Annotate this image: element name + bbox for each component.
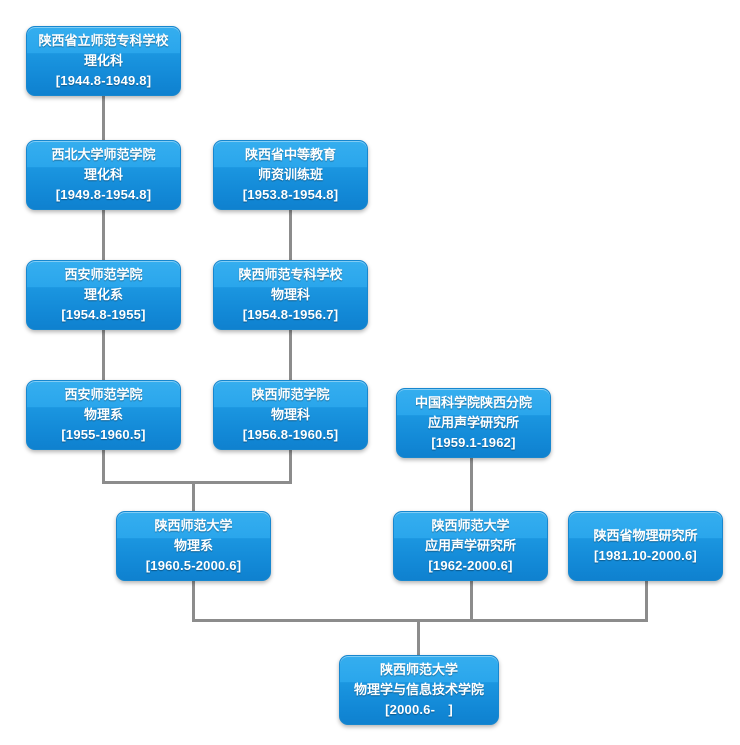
connector-n10-down: [470, 581, 473, 621]
connector-n8-to-n10: [470, 458, 473, 511]
node-snu-physics-department-line-1: 陕西师范大学: [154, 518, 233, 533]
node-snu-applied-acoustics-institute[interactable]: 陕西师范大学应用声学研究所 [1962-2000.6]: [393, 511, 548, 581]
node-snu-school-of-physics-and-information-technology-line-2: 物理学与信息技术学院: [353, 682, 484, 697]
node-northwest-university-normal-college-line-1: 西北大学师范学院: [51, 147, 156, 162]
connector-n6-down: [102, 450, 105, 482]
node-xian-normal-college-physics-chemistry-line-1: 西安师范学院: [64, 267, 143, 282]
node-shaanxi-normal-college-physics-line-3: [1956.8-1960.5]: [242, 427, 339, 442]
node-xian-normal-college-physics-dept-line-1: 西安师范学院: [64, 387, 143, 402]
node-shaanxi-provincial-normal-college-line-3: [1944.8-1949.8]: [55, 73, 152, 88]
node-cas-shaanxi-branch-acoustics-line-3: [1959.1-1962]: [431, 435, 516, 450]
node-shaanxi-secondary-education-teacher-training[interactable]: 陕西省中等教育师资训练班 [1953.8-1954.8]: [213, 140, 368, 210]
node-shaanxi-normal-junior-college-physics-line-2: 物理科: [270, 287, 310, 302]
node-shaanxi-normal-college-physics-line-1: 陕西师范学院: [251, 387, 330, 402]
connector-merge-to-n9: [192, 481, 195, 511]
node-xian-normal-college-physics-dept-line-3: [1955-1960.5]: [61, 427, 146, 442]
connector-n11-down: [645, 581, 648, 621]
node-xian-normal-college-physics-chemistry-line-2: 理化系: [83, 287, 123, 302]
node-snu-school-of-physics-and-information-technology[interactable]: 陕西师范大学物理学与信息技术学院 [2000.6- ]: [339, 655, 499, 725]
connector-n3-to-n5: [289, 210, 292, 260]
node-xian-normal-college-physics-chemistry[interactable]: 西安师范学院理化系 [1954.8-1955]: [26, 260, 181, 330]
node-cas-shaanxi-branch-acoustics[interactable]: 中国科学院陕西分院应用声学研究所 [1959.1-1962]: [396, 388, 551, 458]
node-shaanxi-provincial-normal-college-line-2: 理化科: [83, 53, 123, 68]
node-xian-normal-college-physics-chemistry-line-3: [1954.8-1955]: [61, 307, 146, 322]
connector-n1-to-n2: [102, 96, 105, 140]
node-snu-applied-acoustics-institute-line-3: [1962-2000.6]: [428, 558, 513, 573]
node-shaanxi-normal-college-physics-line-2: 物理科: [270, 407, 310, 422]
node-shaanxi-normal-junior-college-physics-line-1: 陕西师范专科学校: [238, 267, 343, 282]
node-shaanxi-secondary-education-teacher-training-line-1: 陕西省中等教育: [244, 147, 336, 162]
node-shaanxi-normal-junior-college-physics[interactable]: 陕西师范专科学校物理科 [1954.8-1956.7]: [213, 260, 368, 330]
node-northwest-university-normal-college-line-2: 理化科: [83, 167, 123, 182]
connector-n7-down: [289, 450, 292, 482]
node-shaanxi-provincial-normal-college-line-1: 陕西省立师范专科学校: [38, 33, 169, 48]
node-shaanxi-physics-research-institute-line-2: [1981.10-2000.6]: [594, 548, 697, 563]
node-northwest-university-normal-college-line-3: [1949.8-1954.8]: [55, 187, 152, 202]
node-cas-shaanxi-branch-acoustics-line-1: 中国科学院陕西分院: [414, 395, 532, 410]
connector-n5-to-n7: [289, 330, 292, 380]
node-shaanxi-normal-junior-college-physics-line-3: [1954.8-1956.7]: [242, 307, 339, 322]
node-snu-school-of-physics-and-information-technology-line-3: [2000.6- ]: [385, 702, 453, 717]
connector-merge-bar-lower: [192, 619, 648, 622]
node-cas-shaanxi-branch-acoustics-line-2: 应用声学研究所: [427, 415, 519, 430]
node-shaanxi-physics-research-institute[interactable]: 陕西省物理研究所 [1981.10-2000.6]: [568, 511, 723, 581]
connector-n9-down: [192, 581, 195, 621]
node-snu-physics-department[interactable]: 陕西师范大学物理系 [1960.5-2000.6]: [116, 511, 271, 581]
node-snu-school-of-physics-and-information-technology-line-1: 陕西师范大学: [379, 662, 458, 677]
connector-merge-to-n12: [417, 619, 420, 655]
node-shaanxi-secondary-education-teacher-training-line-3: [1953.8-1954.8]: [242, 187, 339, 202]
node-shaanxi-normal-college-physics[interactable]: 陕西师范学院物理科 [1956.8-1960.5]: [213, 380, 368, 450]
node-shaanxi-secondary-education-teacher-training-line-2: 师资训练班: [257, 167, 323, 182]
node-snu-physics-department-line-2: 物理系: [173, 538, 213, 553]
node-shaanxi-provincial-normal-college[interactable]: 陕西省立师范专科学校理化科 [1944.8-1949.8]: [26, 26, 181, 96]
connector-n2-to-n4: [102, 210, 105, 260]
node-shaanxi-physics-research-institute-line-1: 陕西省物理研究所: [593, 528, 698, 543]
node-xian-normal-college-physics-dept-line-2: 物理系: [83, 407, 123, 422]
node-xian-normal-college-physics-dept[interactable]: 西安师范学院物理系 [1955-1960.5]: [26, 380, 181, 450]
connector-merge-bar-upper: [102, 481, 292, 484]
node-snu-physics-department-line-3: [1960.5-2000.6]: [145, 558, 242, 573]
node-snu-applied-acoustics-institute-line-1: 陕西师范大学: [431, 518, 510, 533]
connector-n4-to-n6: [102, 330, 105, 380]
node-northwest-university-normal-college[interactable]: 西北大学师范学院理化科 [1949.8-1954.8]: [26, 140, 181, 210]
node-snu-applied-acoustics-institute-line-2: 应用声学研究所: [424, 538, 516, 553]
